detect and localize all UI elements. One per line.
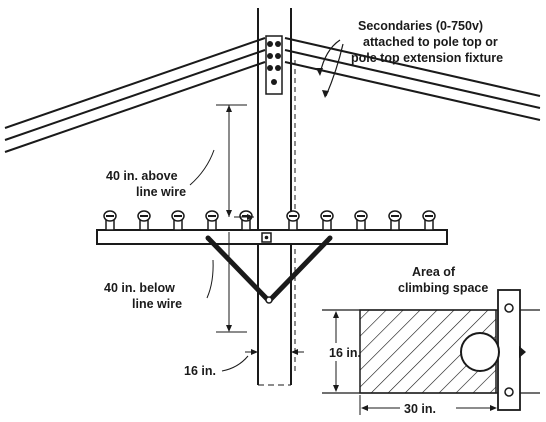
inset-pole-section bbox=[460, 332, 500, 372]
below-wire-label-line1: 40 in. below bbox=[104, 281, 175, 295]
insulators bbox=[103, 210, 436, 231]
secondaries-label-line2: attached to pole top or bbox=[363, 35, 498, 49]
pole-top-fixture bbox=[265, 35, 283, 95]
inset-width-label: 30 in. bbox=[404, 402, 436, 416]
crossarm bbox=[96, 229, 448, 245]
above-wire-label-line2: line wire bbox=[136, 185, 186, 199]
climbing-space-inset: 16 in. 30 in. bbox=[322, 289, 540, 416]
pole-width-dimension bbox=[221, 340, 304, 372]
secondaries-label-line1: Secondaries (0-750v) bbox=[358, 19, 483, 33]
label-leaders bbox=[189, 39, 344, 299]
below-wire-label-line2: line wire bbox=[132, 297, 182, 311]
climbing-space-label-line1: Area of bbox=[412, 265, 456, 279]
pole-width-label: 16 in. bbox=[184, 364, 216, 378]
clearance-dimension-lines bbox=[216, 104, 254, 333]
through-bolt-plate bbox=[261, 232, 272, 243]
diagram-labels: Secondaries (0-750v) attached to pole to… bbox=[104, 19, 503, 378]
inset-height-label: 16 in. bbox=[329, 346, 361, 360]
crossarm-braces bbox=[205, 235, 333, 304]
above-wire-label-line1: 40 in. above bbox=[106, 169, 178, 183]
secondaries-label-line3: pole top extension fixture bbox=[351, 51, 503, 65]
secondary-wires bbox=[4, 37, 541, 153]
climbing-space-label-line2: climbing space bbox=[398, 281, 488, 295]
